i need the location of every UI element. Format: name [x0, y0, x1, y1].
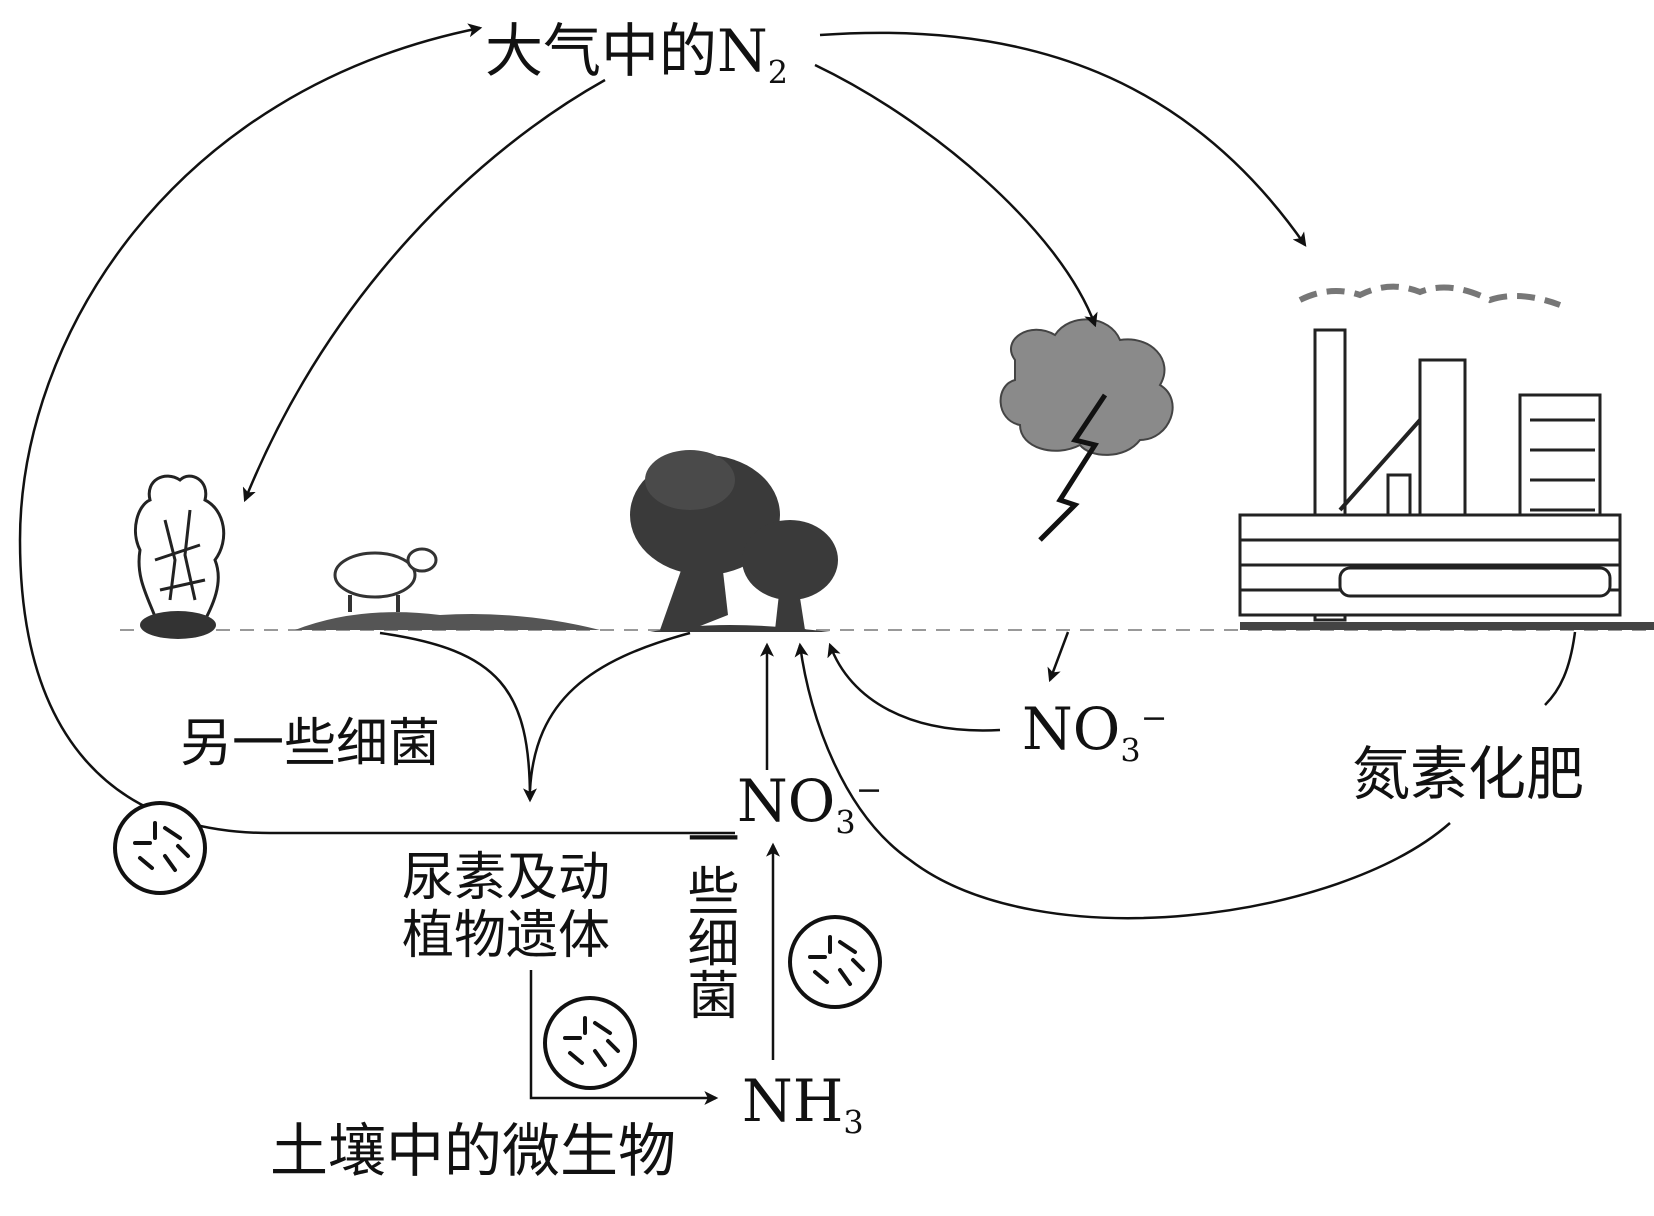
- soil-microbes-label: 土壤中的微生物: [270, 1117, 677, 1185]
- bacteria-circle-icon: [788, 915, 882, 1009]
- shrub-icon: [134, 474, 226, 639]
- atmosphere-n2-label: 大气中的N2: [485, 22, 788, 89]
- nitrate-right-label: NO3−: [1022, 698, 1168, 767]
- nh3-text: NH: [742, 1067, 844, 1135]
- arrow-remains-to-nh3: [529, 970, 719, 1105]
- sheep-icon: [295, 547, 600, 630]
- atmosphere-n2-subscript: 2: [767, 53, 789, 92]
- arrow-fertilizer-to-tree: [794, 642, 1451, 920]
- arrow-n2-to-lightning: [814, 63, 1098, 328]
- atmosphere-n2-text: 大气中的N: [485, 17, 768, 85]
- nitrogen-fertilizer-label: 氮素化肥: [1352, 740, 1585, 808]
- nitrate-center-superscript: −: [855, 770, 883, 809]
- other-bacteria-label: 另一些细菌: [180, 714, 441, 774]
- arrow-sheep-to-remains: [379, 631, 537, 803]
- nitrate-center-text: NO: [737, 767, 836, 835]
- arrow-lightning-to-nitrate: [1047, 631, 1070, 683]
- arrow-tree-to-remains: [528, 631, 691, 791]
- tree-icon: [630, 450, 838, 632]
- nitrate-right-subscript: 3: [1120, 731, 1141, 770]
- urea-remains-label-line1: 尿素及动: [402, 848, 611, 908]
- some-bacteria-label: 一些细菌: [678, 812, 738, 1020]
- urea-remains-label-line2: 植物遗体: [402, 906, 611, 966]
- arrow-n2-to-factory: [819, 31, 1307, 247]
- nitrate-center-label: NO3−: [737, 770, 883, 839]
- nitrate-center-subscript: 3: [835, 803, 856, 842]
- arrow-nitrate-right-to-tree: [827, 642, 1001, 732]
- arrow-n2-to-shrub: [242, 78, 606, 503]
- nh3-label: NH3: [742, 1072, 864, 1139]
- factory-icon: [1238, 283, 1654, 630]
- nitrate-right-superscript: −: [1140, 698, 1168, 737]
- lightning-cloud-icon: [999, 318, 1174, 542]
- bacteria-circle-icon: [113, 801, 207, 895]
- nh3-subscript: 3: [843, 1103, 864, 1142]
- arrow-denitrification-to-n2: [18, 23, 735, 835]
- bacteria-circle-icon: [543, 996, 637, 1090]
- line-factory-to-fertilizer: [1544, 631, 1577, 706]
- nitrate-right-text: NO: [1022, 695, 1121, 763]
